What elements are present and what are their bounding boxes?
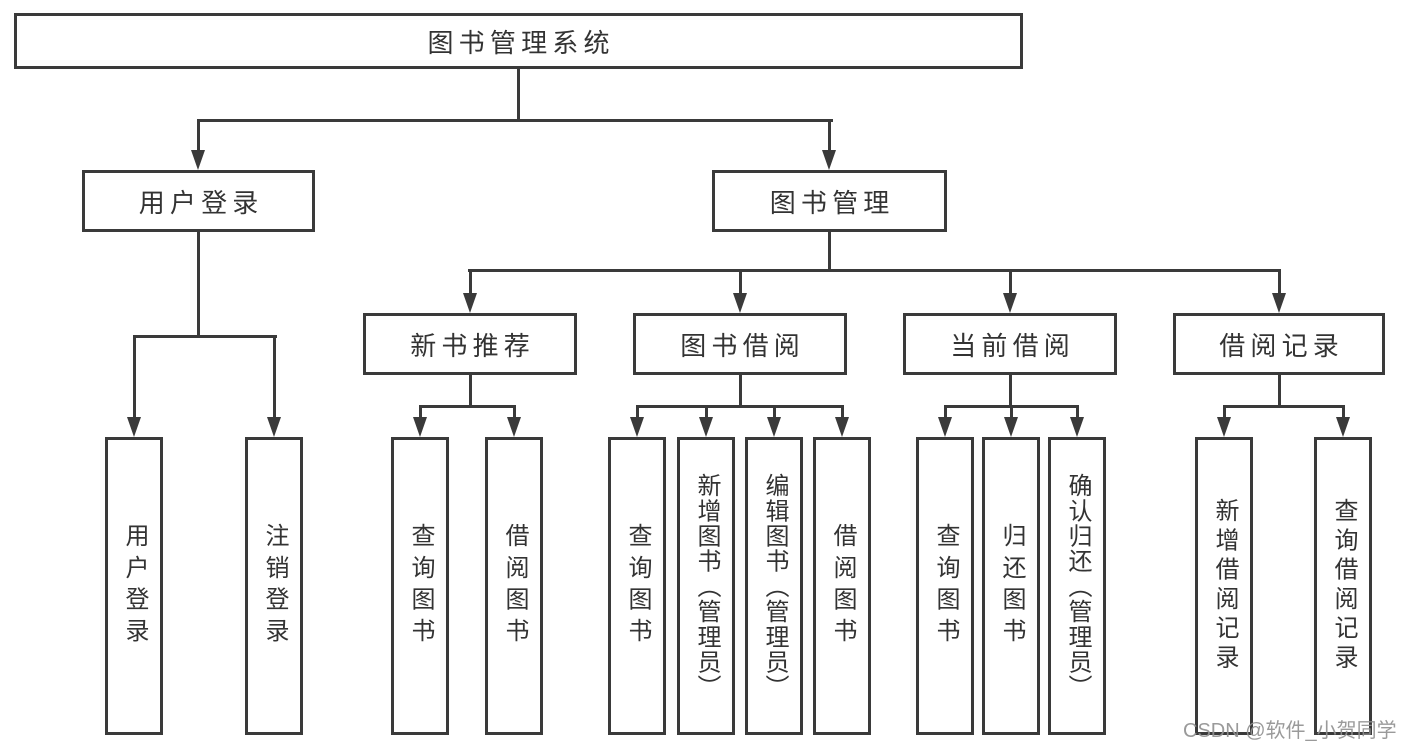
arrowhead-leaf (699, 417, 713, 437)
connector-leaf-drop (943, 407, 947, 419)
connector-bookborrow-stem (738, 375, 742, 407)
leaf-add-books-admin: 新增图书（管理员） (677, 437, 735, 735)
arrowhead-leaf (938, 417, 952, 437)
node-book-management: 图书管理 (712, 170, 947, 232)
leaf-query-books-current-label: 查询图书 (932, 522, 959, 650)
node-borrow-records: 借阅记录 (1173, 313, 1385, 375)
leaf-query-borrow-record: 查询借阅记录 (1314, 437, 1372, 735)
connector-leaf-drop (1341, 407, 1345, 419)
leaf-borrow-books-newbook-label: 借阅图书 (501, 522, 528, 650)
arrowhead-leaf (267, 417, 281, 437)
connector-leaf-drop (772, 407, 776, 419)
connector-leaf-drop (512, 407, 516, 419)
node-new-book-recommend: 新书推荐 (363, 313, 577, 375)
connector-newbook-bus (418, 405, 516, 408)
connector-leaf-drop (132, 337, 136, 419)
arrowhead-leaf (767, 417, 781, 437)
connector-leaf-drop (1222, 407, 1226, 419)
connector-records-drop (1277, 271, 1281, 295)
arrowhead-book-mgmt (822, 150, 836, 170)
connector-newbook-drop (468, 271, 472, 295)
leaf-edit-books-admin-label: 编辑图书（管理员） (761, 472, 788, 700)
leaf-add-borrow-record-label: 新增借阅记录 (1211, 498, 1238, 674)
leaf-add-books-admin-label: 新增图书（管理员） (693, 472, 720, 700)
leaf-logout: 注销登录 (245, 437, 303, 735)
leaf-add-borrow-record: 新增借阅记录 (1195, 437, 1253, 735)
leaf-edit-books-admin: 编辑图书（管理员） (745, 437, 803, 735)
arrowhead-leaf (127, 417, 141, 437)
connector-records-bus (1222, 405, 1345, 408)
node-book-borrow-label: 图书借阅 (680, 330, 805, 361)
node-current-borrow: 当前借阅 (903, 313, 1117, 375)
arrowhead-leaf (835, 417, 849, 437)
connector-user-login-bus (132, 335, 277, 338)
connector-currentborrow-drop (1008, 271, 1012, 295)
leaf-query-books-newbook: 查询图书 (391, 437, 449, 735)
connector-book-mgmt-drop (828, 121, 831, 151)
arrowhead-leaf (1070, 417, 1084, 437)
node-current-borrow-label: 当前借阅 (950, 330, 1075, 361)
arrowhead-leaf (507, 417, 521, 437)
leaf-query-books-current: 查询图书 (916, 437, 974, 735)
connector-leaf-drop (704, 407, 708, 419)
node-user-login-label: 用户登录 (138, 187, 264, 218)
leaf-query-books-borrow-label: 查询图书 (624, 522, 651, 650)
connector-leaf-drop (840, 407, 844, 419)
connector-level2-bus (197, 119, 833, 122)
leaf-return-books-label: 归还图书 (998, 522, 1025, 650)
leaf-confirm-return-admin: 确认归还（管理员） (1048, 437, 1106, 735)
connector-currentborrow-bus (943, 405, 1079, 408)
connector-root-stem (517, 69, 520, 121)
connector-user-login-stem (197, 232, 200, 338)
connector-book-mgmt-stem (828, 232, 831, 271)
connector-leaf-drop (635, 407, 639, 419)
connector-bookborrow-bus (635, 405, 844, 408)
connector-leaf-drop (1075, 407, 1079, 419)
leaf-user-login-label: 用户登录 (121, 522, 148, 650)
node-root: 图书管理系统 (14, 13, 1023, 69)
leaf-confirm-return-admin-label: 确认归还（管理员） (1064, 472, 1091, 700)
arrowhead-leaf (413, 417, 427, 437)
connector-bookborrow-drop (738, 271, 742, 295)
arrowhead-leaf (630, 417, 644, 437)
leaf-user-login: 用户登录 (105, 437, 163, 735)
connector-leaf-drop (1009, 407, 1013, 419)
arrowhead-bookborrow (733, 293, 747, 313)
arrowhead-leaf (1336, 417, 1350, 437)
connector-leaf-drop (418, 407, 422, 419)
leaf-borrow-books-label: 借阅图书 (829, 522, 856, 650)
node-user-login: 用户登录 (82, 170, 315, 232)
leaf-logout-label: 注销登录 (261, 522, 288, 650)
node-book-borrow: 图书借阅 (633, 313, 847, 375)
leaf-borrow-books: 借阅图书 (813, 437, 871, 735)
connector-records-stem (1277, 375, 1281, 407)
leaf-query-books-newbook-label: 查询图书 (407, 522, 434, 650)
node-new-book-recommend-label: 新书推荐 (410, 330, 535, 361)
arrowhead-newbook (463, 293, 477, 313)
leaf-query-books-borrow: 查询图书 (608, 437, 666, 735)
arrowhead-leaf (1004, 417, 1018, 437)
connector-user-login-drop (197, 121, 200, 151)
leaf-return-books: 归还图书 (982, 437, 1040, 735)
connector-level3-bus (468, 269, 1281, 272)
leaf-query-borrow-record-label: 查询借阅记录 (1330, 498, 1357, 674)
leaf-borrow-books-newbook: 借阅图书 (485, 437, 543, 735)
watermark: CSDN @软件_小贺同学 (1183, 720, 1397, 742)
arrowhead-leaf (1217, 417, 1231, 437)
node-root-label: 图书管理系统 (427, 27, 615, 58)
arrowhead-currentborrow (1003, 293, 1017, 313)
connector-leaf-drop (272, 337, 276, 419)
arrowhead-user-login (191, 150, 205, 170)
connector-currentborrow-stem (1008, 375, 1012, 407)
arrowhead-records (1272, 293, 1286, 313)
node-book-management-label: 图书管理 (769, 187, 895, 218)
connector-newbook-stem (468, 375, 472, 407)
node-borrow-records-label: 借阅记录 (1219, 330, 1344, 361)
